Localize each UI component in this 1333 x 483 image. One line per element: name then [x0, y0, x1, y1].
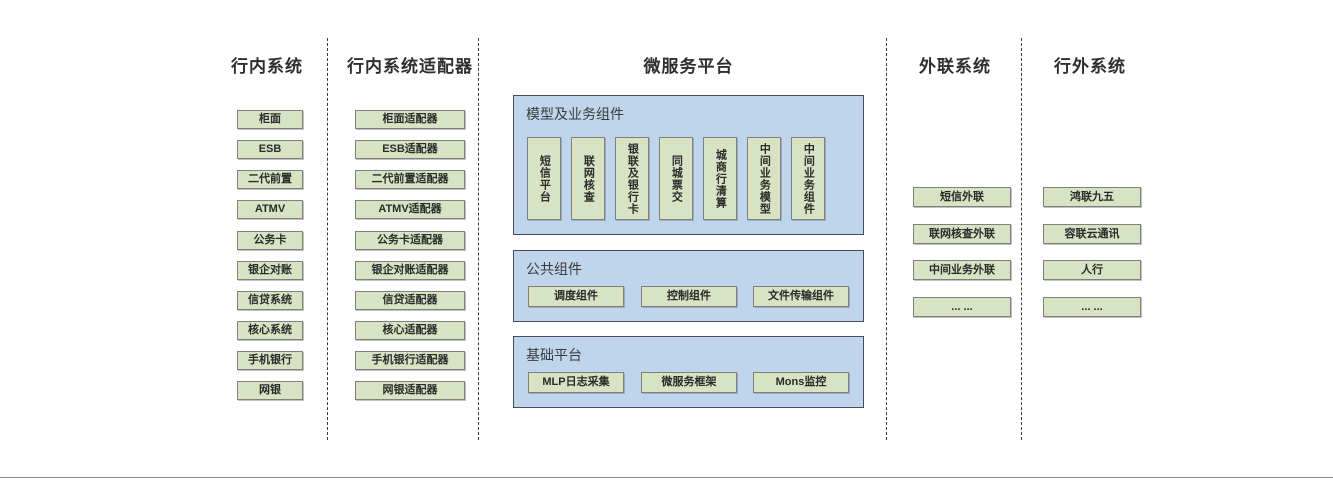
- list-item[interactable]: ESB适配器: [355, 140, 465, 159]
- list-item[interactable]: 同城票交: [659, 137, 693, 220]
- list-item[interactable]: 柜面: [237, 110, 303, 129]
- list-item[interactable]: 二代前置: [237, 170, 303, 189]
- list-item[interactable]: Mons监控: [753, 372, 849, 393]
- bottom-divider: [0, 477, 1333, 478]
- panel-title: 模型及业务组件: [526, 106, 624, 122]
- list-item[interactable]: 公务卡适配器: [355, 231, 465, 250]
- list-item[interactable]: 城商行清算: [703, 137, 737, 220]
- list-item[interactable]: 二代前置适配器: [355, 170, 465, 189]
- list-item[interactable]: 银企对账适配器: [355, 261, 465, 280]
- list-item[interactable]: 联网核查: [571, 137, 605, 220]
- list-item[interactable]: 手机银行适配器: [355, 351, 465, 370]
- list-item-label: 银联及银行卡: [626, 142, 639, 215]
- list-item[interactable]: ESB: [237, 140, 303, 159]
- divider-internal-adapter: [327, 38, 328, 440]
- list-item[interactable]: ATMV: [237, 200, 303, 219]
- list-item[interactable]: 中间业务组件: [791, 137, 825, 220]
- divider-microservice-external: [886, 38, 887, 440]
- list-item[interactable]: 短信外联: [913, 187, 1011, 207]
- list-item[interactable]: MLP日志采集: [528, 372, 624, 393]
- column-title-internal-adapter: 行内系统适配器: [347, 57, 473, 76]
- list-item[interactable]: 联网核查外联: [913, 224, 1011, 244]
- list-item[interactable]: 中间业务模型: [747, 137, 781, 220]
- list-item[interactable]: 银联及银行卡: [615, 137, 649, 220]
- column-title-microservice: 微服务平台: [643, 57, 734, 76]
- list-item[interactable]: 信贷系统: [237, 291, 303, 310]
- list-item[interactable]: 短信平台: [527, 137, 561, 220]
- list-item-label: 中间业务模型: [758, 142, 771, 215]
- list-item-label: 短信平台: [538, 154, 551, 203]
- list-item[interactable]: 公务卡: [237, 231, 303, 250]
- list-item[interactable]: 人行: [1043, 260, 1141, 280]
- list-item[interactable]: 中间业务外联: [913, 260, 1011, 280]
- list-item[interactable]: 网银适配器: [355, 381, 465, 400]
- list-item[interactable]: 核心适配器: [355, 321, 465, 340]
- list-item-label: 联网核查: [582, 154, 595, 203]
- list-item[interactable]: 信贷适配器: [355, 291, 465, 310]
- list-item[interactable]: 微服务框架: [641, 372, 737, 393]
- list-item-label: 中间业务组件: [802, 142, 815, 215]
- column-title-outside: 行外系统: [1054, 57, 1126, 76]
- list-item[interactable]: 文件传输组件: [753, 286, 849, 307]
- list-item[interactable]: 控制组件: [641, 286, 737, 307]
- list-item[interactable]: ... ...: [1043, 297, 1141, 317]
- list-item[interactable]: 柜面适配器: [355, 110, 465, 129]
- list-item[interactable]: 核心系统: [237, 321, 303, 340]
- list-item[interactable]: 银企对账: [237, 261, 303, 280]
- panel-title: 公共组件: [526, 261, 582, 277]
- panel-title: 基础平台: [526, 347, 582, 363]
- list-item[interactable]: 手机银行: [237, 351, 303, 370]
- list-item[interactable]: 网银: [237, 381, 303, 400]
- column-title-external-link: 外联系统: [919, 57, 991, 76]
- list-item-label: 城商行清算: [714, 148, 727, 209]
- list-item[interactable]: ... ...: [913, 297, 1011, 317]
- list-item[interactable]: 调度组件: [528, 286, 624, 307]
- list-item[interactable]: 鸿联九五: [1043, 187, 1141, 207]
- list-item-label: 同城票交: [670, 154, 683, 203]
- divider-external-outside: [1021, 38, 1022, 440]
- list-item[interactable]: ATMV适配器: [355, 200, 465, 219]
- column-title-internal: 行内系统: [231, 57, 303, 76]
- divider-adapter-microservice: [478, 38, 479, 440]
- list-item[interactable]: 容联云通讯: [1043, 224, 1141, 244]
